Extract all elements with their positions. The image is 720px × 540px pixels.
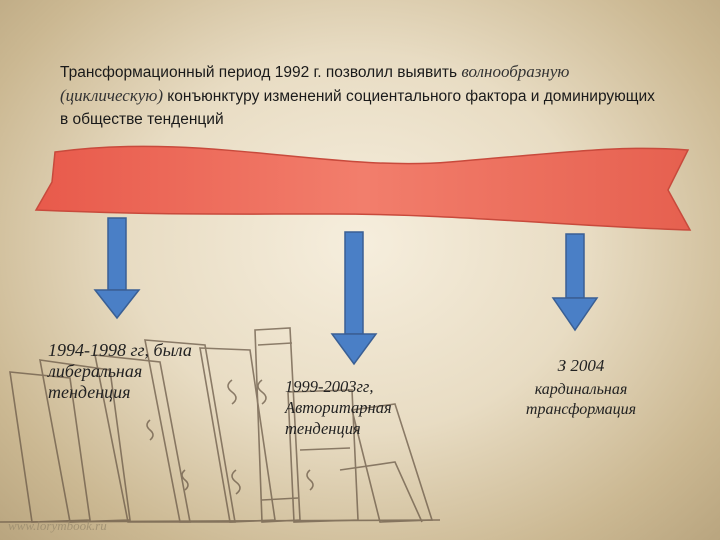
intro-text: Трансформационный период 1992 г. позволи… — [60, 60, 660, 131]
arrow-down-icon-left — [93, 217, 141, 320]
label-transformation-year: З 2004 — [557, 356, 605, 375]
label-authoritarian-period: 1999-2003гг, Авторитарная тенденция — [285, 377, 392, 438]
intro-emphasis: волнообразную (циклическую) — [60, 62, 570, 105]
label-liberal-period: 1994-1998 гг, была либеральная тенденция — [48, 340, 192, 402]
ribbon-shape — [34, 145, 692, 231]
watermark: www.lorymbook.ru — [8, 518, 107, 533]
arrow-down-icon-right — [551, 233, 599, 332]
arrow-down-icon-middle — [330, 231, 378, 366]
label-transformation-text: кардинальная трансформация — [525, 381, 637, 418]
intro-part-3: конъюнктуру изменений социентального фак… — [60, 88, 655, 128]
intro-part-1: Трансформационный период 1992 г. позволи… — [60, 64, 462, 81]
label-transformation-period: З 2004 кардинальная трансформация — [496, 356, 666, 420]
